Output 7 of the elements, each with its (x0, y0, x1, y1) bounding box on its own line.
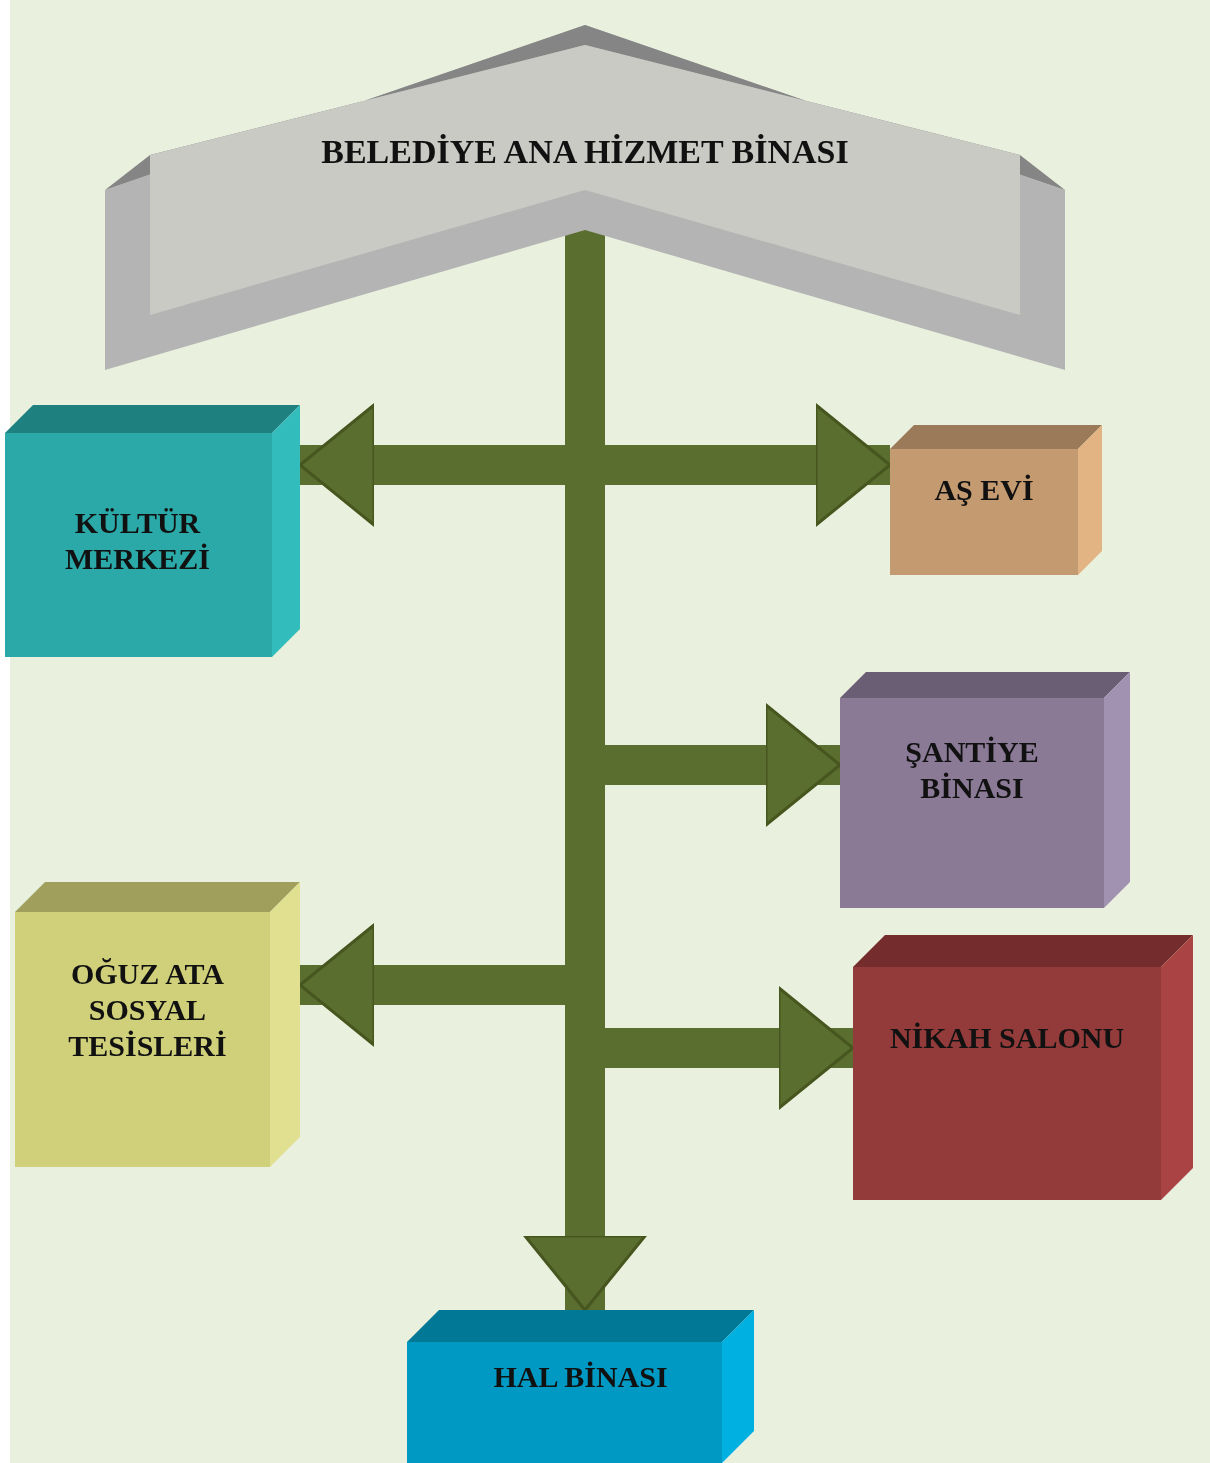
node-label: HAL BİNASI (493, 1358, 668, 1395)
node-label: OĞUZ ATA SOSYAL TESİSLERİ (67, 955, 228, 1064)
node-label: AŞ EVİ (934, 472, 1034, 508)
node-label: BELEDİYE ANA HİZMET BİNASI (321, 132, 849, 173)
node-label: NİKAH SALONU (889, 1019, 1125, 1056)
node-label: ŞANTİYE BİNASI (904, 734, 1040, 806)
node-label: KÜLTÜR MERKEZİ (64, 505, 211, 577)
